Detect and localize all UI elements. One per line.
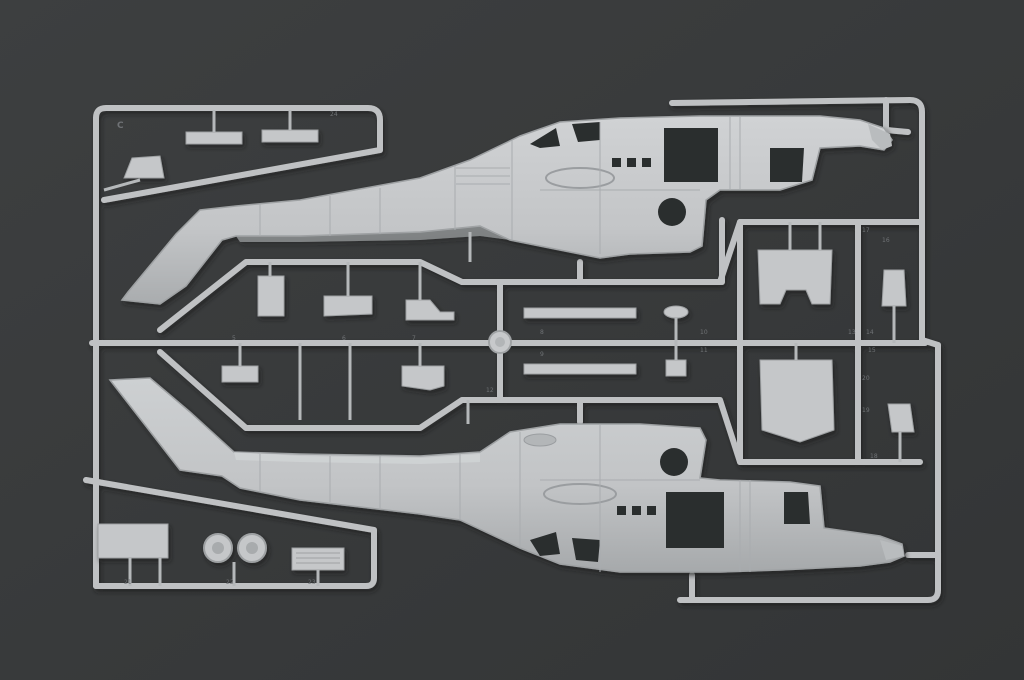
nose-window — [770, 148, 804, 182]
sprue-gates — [103, 110, 902, 586]
fuel-tank-fairing — [545, 167, 615, 189]
part-bracket — [257, 275, 285, 317]
svg-text:19: 19 — [862, 407, 870, 414]
part-seat — [881, 269, 907, 307]
svg-text:11: 11 — [700, 347, 708, 354]
sprue-hub-center — [495, 337, 505, 347]
small-parts — [97, 129, 915, 571]
part-grille — [291, 547, 345, 571]
svg-text:9: 9 — [540, 351, 544, 358]
part-panel — [185, 131, 243, 145]
porthole — [612, 158, 621, 167]
cockpit-window — [530, 532, 560, 556]
part-strut — [523, 307, 637, 319]
porthole — [647, 506, 656, 515]
part-seat — [401, 365, 445, 391]
svg-text:22: 22 — [226, 579, 234, 586]
svg-text:7: 7 — [412, 335, 416, 342]
part-number-tabs: C 5 6 7 8 9 10 11 12 13 14 15 16 17 18 1… — [117, 111, 890, 586]
porthole — [617, 506, 626, 515]
part-wheel-hub — [246, 542, 258, 554]
intake-opening — [658, 198, 686, 226]
part-bracket — [405, 299, 455, 321]
fuselage-half-lower — [108, 377, 905, 573]
fuselage-half-upper — [120, 115, 893, 305]
svg-text:13: 13 — [848, 329, 856, 336]
svg-text:14: 14 — [866, 329, 874, 336]
cockpit-window — [572, 538, 600, 562]
svg-text:17: 17 — [862, 227, 870, 234]
porthole — [632, 506, 641, 515]
svg-text:18: 18 — [870, 453, 878, 460]
svg-text:23: 23 — [308, 579, 316, 586]
part-instrument-panel — [123, 155, 165, 179]
part-strut — [523, 363, 637, 375]
svg-text:21: 21 — [124, 579, 132, 586]
part-cockpit-floor — [757, 249, 833, 305]
fuel-tank-fairing — [543, 483, 617, 505]
svg-text:16: 16 — [882, 237, 890, 244]
nose-window — [784, 492, 810, 524]
intake-opening — [660, 448, 688, 476]
part-panel — [261, 129, 319, 143]
part-block — [665, 359, 687, 377]
porthole — [627, 158, 636, 167]
part-wheel-hub — [212, 542, 224, 554]
cockpit-window — [572, 122, 600, 142]
svg-text:20: 20 — [862, 375, 870, 382]
cabin-door-opening — [666, 492, 724, 548]
porthole — [642, 158, 651, 167]
svg-text:5: 5 — [232, 335, 236, 342]
cabin-door-opening — [664, 128, 718, 182]
svg-text:24: 24 — [330, 111, 338, 118]
part-block — [221, 365, 259, 383]
part-cabin-floor — [759, 359, 835, 443]
part-engine-panel — [97, 523, 169, 559]
part-seat — [887, 403, 915, 433]
cockpit-window — [530, 128, 560, 148]
exhaust-fairing — [523, 433, 557, 447]
svg-text:8: 8 — [540, 329, 544, 336]
sprue-letter: C — [117, 121, 124, 131]
svg-text:6: 6 — [342, 335, 346, 342]
part-antenna — [663, 305, 689, 319]
svg-text:12: 12 — [486, 387, 494, 394]
part-bracket — [323, 295, 373, 317]
svg-text:10: 10 — [700, 329, 708, 336]
svg-text:15: 15 — [868, 347, 876, 354]
